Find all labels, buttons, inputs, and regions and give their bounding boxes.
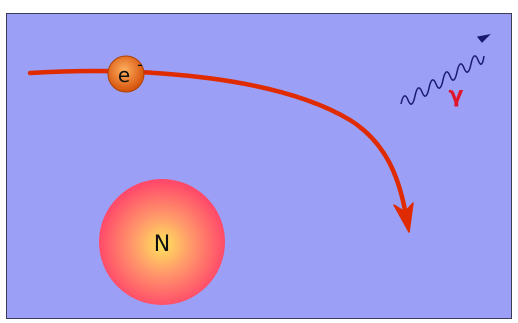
photon-label: γ [449, 83, 464, 108]
electron-label: e [118, 63, 130, 87]
nucleus-label: N [154, 232, 170, 257]
photon-wave [401, 56, 484, 104]
electron-charge: - [137, 55, 143, 74]
photon-arrowhead [478, 35, 489, 42]
electron-trajectory [30, 71, 405, 210]
